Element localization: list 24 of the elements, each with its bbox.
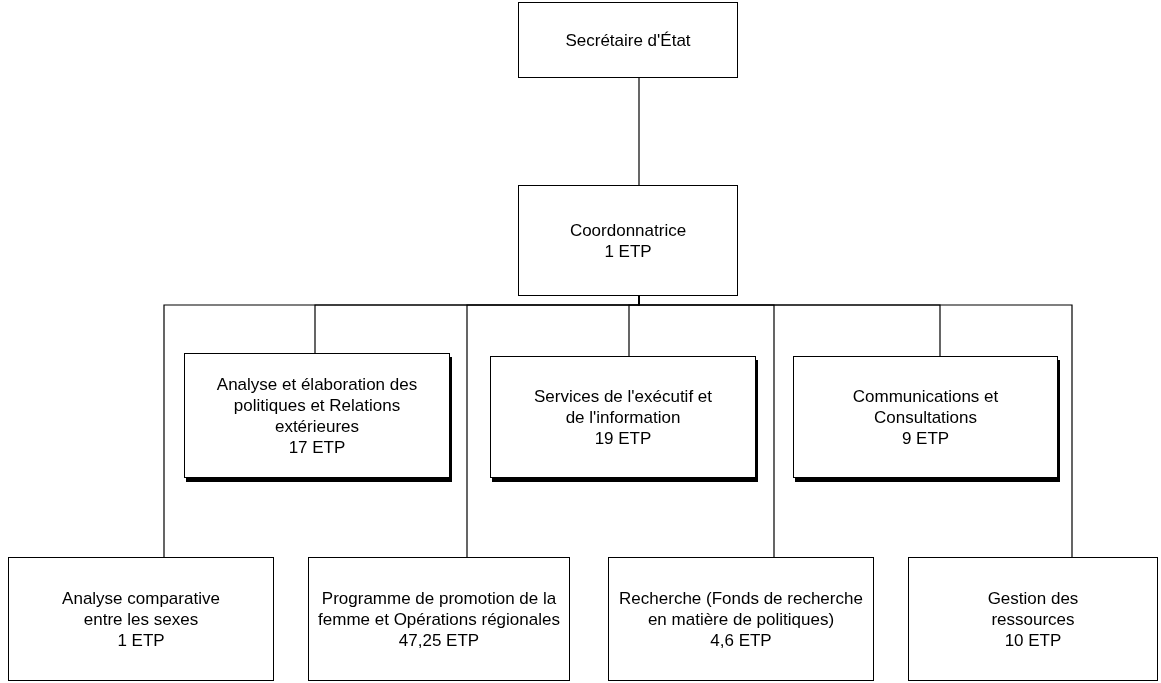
unit-name: Gestion des ressources bbox=[986, 587, 1080, 630]
unit-name: Communications et Consultations bbox=[851, 385, 1000, 428]
org-box bbox=[608, 557, 874, 681]
org-box bbox=[308, 557, 570, 681]
staff-count: 47,25 ETP bbox=[397, 629, 481, 651]
staff-count: 10 ETP bbox=[1003, 629, 1063, 651]
org-box bbox=[908, 557, 1158, 681]
unit-name: Services de l'exécutif et de l'information bbox=[532, 385, 714, 428]
org-box bbox=[8, 557, 274, 681]
unit-name: Secrétaire d'État bbox=[565, 29, 691, 51]
unit-name: Programme de promotion de la femme et Opérations régionales bbox=[317, 587, 561, 630]
staff-count: 17 ETP bbox=[287, 436, 347, 458]
unit-name: Analyse et élaboration des politiques et Relations extérieures bbox=[215, 373, 419, 437]
staff-count: 9 ETP bbox=[900, 427, 951, 449]
staff-count: 4,6 ETP bbox=[709, 629, 773, 651]
connector-line bbox=[638, 77, 640, 186]
unit-name: Analyse comparative entre les sexes bbox=[61, 587, 221, 630]
staff-count: 19 ETP bbox=[593, 427, 653, 449]
unit-name: Recherche (Fonds de recherche en matière de politiques) bbox=[618, 587, 864, 630]
staff-count: 1 ETP bbox=[604, 240, 652, 262]
org-box bbox=[518, 2, 738, 78]
staff-count: 1 ETP bbox=[116, 629, 166, 651]
unit-name: Coordonnatrice bbox=[569, 219, 687, 241]
org-box bbox=[518, 185, 738, 296]
